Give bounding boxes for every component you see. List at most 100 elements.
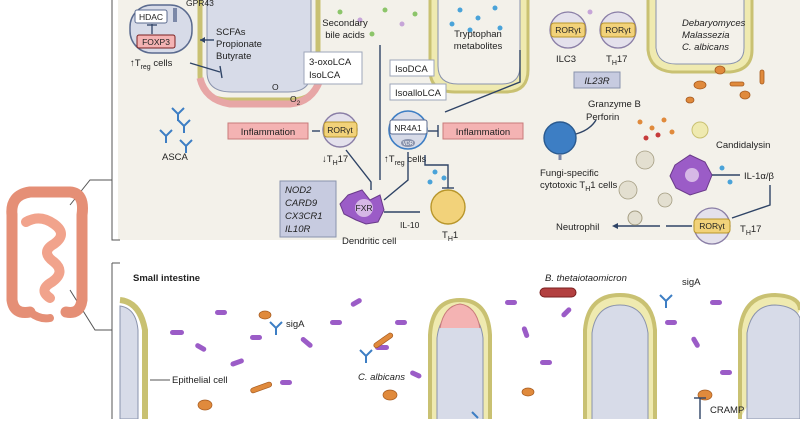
macrophage-cell bbox=[669, 154, 713, 196]
asca-antibody-icons bbox=[159, 107, 193, 153]
propionate-label: Propionate bbox=[216, 39, 262, 50]
dendritic-cell-label: Dendritic cell bbox=[342, 236, 396, 247]
epithelial-cell-label: Epithelial cell bbox=[172, 375, 227, 386]
candidalysin-label: Candidalysin bbox=[716, 140, 770, 151]
th17-right-label: TH17 bbox=[606, 54, 627, 67]
arrowhead bbox=[200, 37, 205, 43]
il10-dot bbox=[441, 175, 447, 181]
fungi-debaryomyces: Debaryomyces bbox=[682, 18, 746, 29]
inflammation-left-label: Inflammation bbox=[241, 127, 295, 138]
gene-box bbox=[279, 180, 337, 238]
tryptophan-label: Tryptophan bbox=[454, 29, 502, 40]
isolca-label: IsoLCA bbox=[309, 70, 341, 81]
fungi-c-albicans: C. albicans bbox=[682, 42, 729, 53]
butyrate-label: Butyrate bbox=[216, 51, 251, 62]
th17-bottom-ror-label: RORγt bbox=[699, 221, 725, 231]
inhibit-bar bbox=[219, 65, 223, 79]
lca-box bbox=[303, 51, 363, 85]
fungi-cells-label-2: cytotoxic TH1 cells bbox=[540, 180, 617, 193]
il1-dot bbox=[727, 179, 733, 185]
hdac-label: HDAC bbox=[139, 12, 163, 22]
ilc3-ror-label: RORγt bbox=[555, 25, 581, 35]
th1-cell bbox=[430, 189, 466, 225]
metabolite-dots bbox=[337, 5, 609, 37]
neutrophil-icon bbox=[627, 210, 643, 226]
bacteria-icons bbox=[170, 298, 732, 385]
th17-right-ror-box bbox=[600, 22, 636, 38]
cytotoxic-arrow bbox=[575, 119, 597, 135]
fungi-malassezia: Malassezia bbox=[682, 30, 730, 41]
metabolites-label: metabolites bbox=[454, 41, 503, 52]
fungal-spores bbox=[618, 150, 673, 208]
perforin-label: Perforin bbox=[586, 112, 619, 123]
th17-bottom-label: TH17 bbox=[740, 224, 761, 237]
th17-right-ror-label: RORγt bbox=[605, 25, 631, 35]
th1-label: TH1 bbox=[442, 230, 458, 243]
colon-panel-bracket bbox=[111, 0, 120, 241]
small-intestine-title: Small intestine bbox=[133, 273, 200, 284]
treg-up-label: ↑Treg cells bbox=[130, 58, 173, 71]
dendritic-cell bbox=[339, 189, 385, 225]
siga-left-label: sigA bbox=[286, 319, 305, 330]
oxolca-label: 3-oxoLCA bbox=[309, 57, 352, 68]
cramp-label: CRAMP bbox=[710, 405, 744, 416]
inflammation-right-label: Inflammation bbox=[456, 127, 510, 138]
gpr43-label: GPR43 bbox=[186, 0, 214, 8]
treg-center-label: ↑Treg cells bbox=[384, 154, 427, 167]
bile-acids-label: bile acids bbox=[325, 30, 365, 41]
cytotoxic-t-cell bbox=[543, 121, 577, 155]
scfa-label: SCFAs bbox=[216, 27, 246, 38]
vdr-icon bbox=[401, 139, 415, 147]
fxr-label: FXR bbox=[356, 203, 373, 213]
ilc3-ror-box bbox=[550, 22, 586, 38]
isoallolca-box bbox=[389, 83, 447, 101]
th17-down-label: ↓TH17 bbox=[322, 154, 348, 167]
foxp3-label: FOXP3 bbox=[142, 37, 170, 47]
nr4a1-label: NR4A1 bbox=[394, 123, 422, 133]
fungi-yeast-icons bbox=[685, 65, 765, 104]
intestine-illustration bbox=[6, 186, 88, 323]
il1-label: IL-1α/β bbox=[744, 171, 775, 182]
th17-bottom-ror-box bbox=[693, 218, 731, 234]
siga-antibody-icons bbox=[269, 294, 673, 419]
b-theta-label: B. thetaiotaomicron bbox=[545, 273, 627, 284]
gene-il10r: IL10R bbox=[285, 224, 310, 235]
il1-dot bbox=[719, 165, 725, 171]
isodca-label: IsoDCA bbox=[395, 64, 428, 75]
nr4a1-box bbox=[389, 119, 428, 135]
cytotoxic-granules bbox=[637, 117, 675, 141]
candida-cell-icon bbox=[691, 121, 709, 139]
treg-inhibit-line bbox=[189, 62, 221, 73]
il23r-box bbox=[573, 71, 621, 89]
granzyme-label: Granzyme B bbox=[588, 99, 641, 110]
rorgt-center-label: RORγt bbox=[327, 125, 353, 135]
il10-dot bbox=[432, 169, 438, 175]
il10-dot bbox=[427, 179, 433, 185]
small-intestine-epithelium bbox=[119, 292, 800, 420]
asca-label: ASCA bbox=[162, 152, 189, 163]
isodca-box bbox=[389, 59, 435, 77]
dc-to-treg-arrow bbox=[383, 152, 409, 201]
oxygen-label: O2 bbox=[290, 94, 301, 107]
fungi-orange-icons bbox=[197, 310, 713, 411]
il10-label: IL-10 bbox=[400, 220, 420, 230]
fungi-cells-label-1: Fungi-specific bbox=[540, 168, 599, 179]
il23r-label: IL23R bbox=[584, 76, 609, 87]
rorgt-center-box bbox=[323, 121, 358, 138]
ilc3-label: ILC3 bbox=[556, 54, 576, 65]
c-albicans-label: C. albicans bbox=[358, 372, 405, 383]
isoallolca-label: IsoalloLCA bbox=[395, 88, 442, 99]
treg-th1-inhibit-line bbox=[424, 155, 449, 188]
colon-epithelium bbox=[196, 0, 754, 108]
tryptophan-arrow bbox=[444, 50, 521, 113]
siga-right-label: sigA bbox=[682, 277, 701, 288]
secondary-label: Secondary bbox=[322, 18, 368, 29]
neutrophil-label: Neutrophil bbox=[556, 222, 599, 233]
dc-to-th17-line bbox=[345, 149, 372, 190]
oxygen-label-inner: O bbox=[272, 82, 279, 92]
gene-cx3cr1: CX3CR1 bbox=[285, 211, 323, 222]
vdr-label: VDR bbox=[403, 141, 414, 147]
gene-card9: CARD9 bbox=[285, 198, 318, 209]
